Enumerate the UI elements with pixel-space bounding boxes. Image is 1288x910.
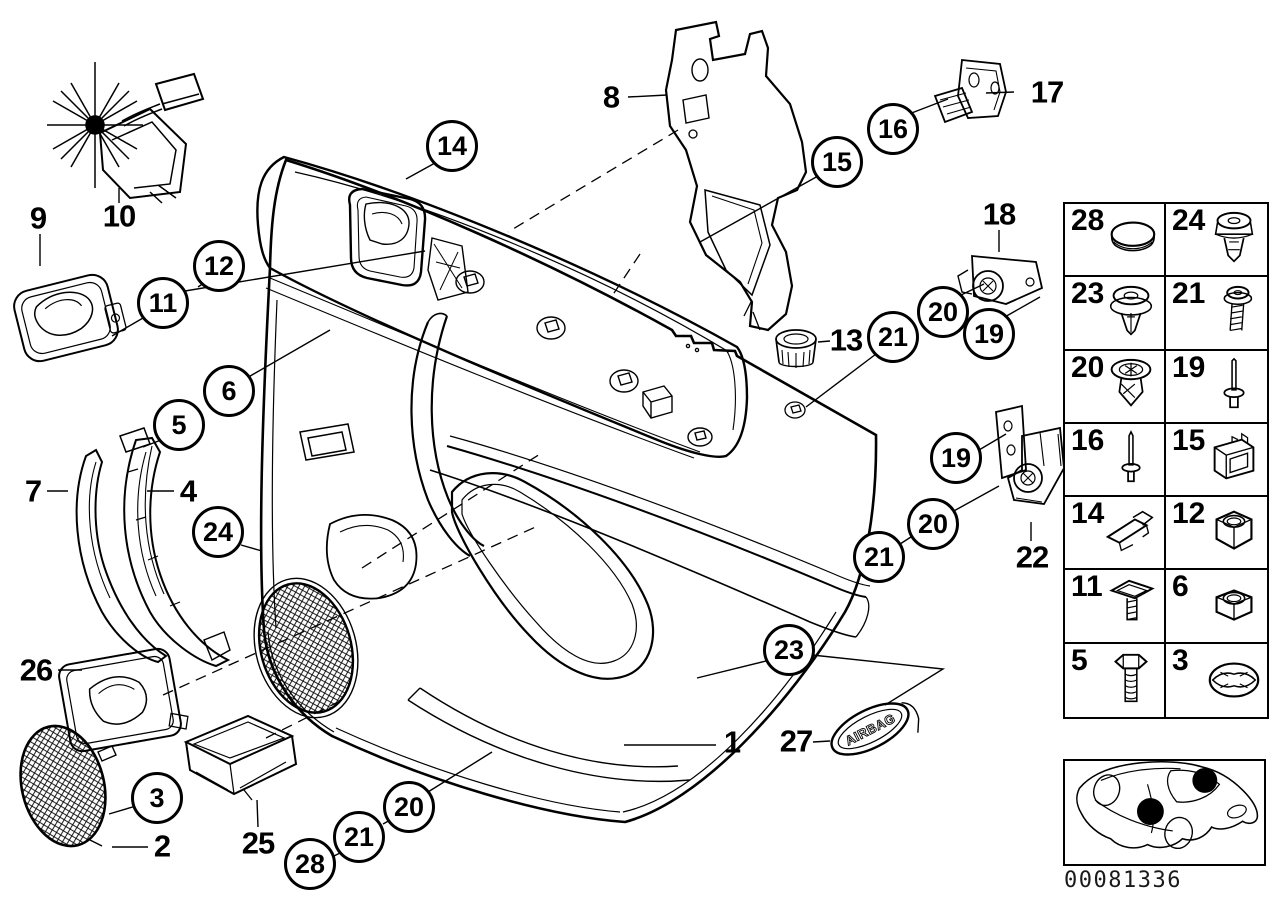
callout-3[interactable]: 3	[131, 772, 183, 824]
parts-table-cell-12[interactable]: 12	[1166, 497, 1267, 571]
blind-rivet-icon	[1223, 357, 1245, 409]
callout-8[interactable]: 8	[602, 79, 620, 115]
callout-24[interactable]: 24	[192, 506, 244, 558]
callout-12[interactable]: 12	[193, 240, 245, 292]
callout-17[interactable]: 17	[1030, 74, 1064, 110]
cell-number: 14	[1071, 497, 1105, 531]
callout-23[interactable]: 23	[763, 624, 815, 676]
part-speaker-grille	[19, 724, 117, 848]
part-door-trim-panel	[253, 158, 878, 824]
callout-21-c[interactable]: 21	[333, 811, 385, 863]
callout-20-a[interactable]: 20	[917, 286, 969, 338]
callout-27[interactable]: 27	[779, 723, 813, 759]
callout-15[interactable]: 15	[811, 136, 863, 188]
drawing-number: 00081336	[1064, 868, 1182, 893]
leader-lines	[39, 91, 1041, 857]
callout-5[interactable]: 5	[153, 399, 205, 451]
part-handle-trim	[13, 273, 127, 363]
parts-table-cell-28[interactable]: 28	[1065, 204, 1166, 278]
part-bracket-17	[933, 59, 1007, 124]
expanding-nut-icon	[1110, 359, 1152, 407]
callout-9[interactable]: 9	[29, 200, 47, 236]
callout-25[interactable]: 25	[241, 825, 275, 861]
plug-housing-icon	[1213, 433, 1255, 480]
part-lamp-housing	[58, 647, 189, 753]
vehicle-locator-thumbnail	[1063, 759, 1266, 866]
callout-20-c[interactable]: 20	[383, 781, 435, 833]
part-carrier-bracket	[664, 20, 808, 332]
cell-number: 19	[1172, 350, 1206, 384]
parts-table-cell-5[interactable]: 5	[1065, 643, 1166, 717]
callout-20-b[interactable]: 20	[907, 498, 959, 550]
sheet-metal-clip-icon	[1105, 510, 1154, 552]
callout-1[interactable]: 1	[723, 724, 741, 760]
door-location-marker	[1192, 767, 1218, 793]
washer-screw-icon	[1223, 285, 1253, 331]
callout-11[interactable]: 11	[137, 277, 189, 329]
callout-2[interactable]: 2	[153, 828, 171, 864]
fasteners-legend-table: 28 24 23	[1063, 202, 1269, 719]
cell-number: 28	[1071, 204, 1105, 237]
spring-washer-clip-icon	[1208, 662, 1260, 698]
parts-table-cell-6[interactable]: 6	[1166, 570, 1267, 644]
cell-number: 11	[1071, 570, 1103, 604]
hex-nut-icon	[1215, 510, 1253, 550]
callout-22[interactable]: 22	[1015, 539, 1049, 575]
expanding-rivet-icon	[1214, 211, 1254, 263]
callout-4[interactable]: 4	[179, 473, 197, 509]
cell-number: 16	[1071, 423, 1105, 457]
part-bracket-22	[995, 404, 1065, 505]
long-rivet-pin-icon	[1121, 430, 1141, 483]
parts-table-cell-15[interactable]: 15	[1166, 423, 1267, 498]
hex-bolt-icon	[1114, 654, 1148, 703]
parts-table-cell-19[interactable]: 19	[1166, 351, 1267, 424]
callout-19-a[interactable]: 19	[963, 308, 1015, 360]
sealing-cap-icon	[1110, 221, 1156, 252]
callout-18[interactable]: 18	[982, 196, 1016, 232]
cell-number: 5	[1071, 643, 1088, 677]
cell-number: 20	[1071, 350, 1105, 384]
cell-number: 15	[1172, 423, 1206, 457]
callout-7[interactable]: 7	[24, 473, 42, 509]
parts-table-cell-21[interactable]: 21	[1166, 277, 1267, 351]
callout-26[interactable]: 26	[19, 652, 53, 688]
part-courtesy-lamp	[47, 62, 205, 204]
door-location-marker	[1137, 798, 1164, 825]
cell-number: 21	[1172, 277, 1206, 311]
part-trim-strips	[75, 427, 231, 668]
callout-10[interactable]: 10	[102, 198, 136, 234]
part-airbag-emblem: AIRBAG	[830, 702, 920, 756]
callout-19-b[interactable]: 19	[930, 432, 982, 484]
part-bracket-18	[957, 255, 1044, 305]
callout-21-a[interactable]: 21	[867, 311, 919, 363]
parts-table-cell-16[interactable]: 16	[1065, 423, 1166, 498]
parts-table-cell-20[interactable]: 20	[1065, 350, 1166, 424]
callout-6[interactable]: 6	[203, 365, 255, 417]
parts-table-cell-24[interactable]: 24	[1166, 204, 1267, 278]
callout-16[interactable]: 16	[867, 103, 919, 155]
square-head-screw-icon	[1109, 579, 1155, 621]
hex-nut-flat-icon	[1215, 589, 1253, 621]
callout-14[interactable]: 14	[426, 120, 478, 172]
car-outline-icon	[1076, 761, 1259, 850]
cell-number: 6	[1172, 570, 1189, 604]
parts-table-cell-11[interactable]: 11	[1065, 570, 1166, 644]
cell-number: 3	[1172, 643, 1189, 677]
callout-13[interactable]: 13	[829, 322, 863, 358]
spreader-clip-icon	[1109, 285, 1153, 336]
part-oddments-bin	[183, 714, 298, 801]
callout-28[interactable]: 28	[284, 838, 336, 890]
cell-number: 23	[1071, 277, 1105, 311]
parts-table-cell-23[interactable]: 23	[1065, 277, 1166, 351]
callout-21-b[interactable]: 21	[853, 531, 905, 583]
part-top-rail	[256, 155, 749, 459]
parts-table-cell-3[interactable]: 3	[1166, 644, 1267, 717]
parts-table-cell-14[interactable]: 14	[1065, 497, 1166, 571]
cell-number: 12	[1172, 497, 1206, 531]
cell-number: 24	[1172, 204, 1206, 237]
part-grommet-13	[775, 329, 817, 368]
